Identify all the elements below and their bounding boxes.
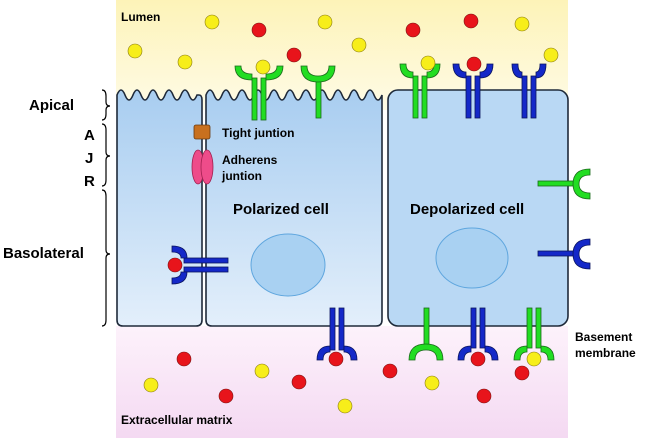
- basolateral-label: Basolateral: [3, 245, 84, 262]
- ligand-red: [476, 388, 492, 404]
- basolateral-bracket: [101, 189, 111, 327]
- nucleus-polarized: [250, 233, 326, 297]
- ligand-red: [470, 351, 486, 367]
- ajr-bracket: [101, 123, 111, 187]
- basal-receptor-blue: [316, 307, 358, 361]
- depol-apical-blue-2: [511, 63, 547, 119]
- depol-basal-blue: [457, 307, 499, 361]
- adherens-junction-label-line1: Adherens: [222, 153, 278, 167]
- ligand-yellow: [317, 14, 333, 30]
- ecm-ligands: [143, 351, 530, 414]
- polarized-cell-label: Polarized cell: [233, 201, 329, 218]
- left-brackets: [101, 89, 111, 327]
- ligand-red: [291, 374, 307, 390]
- depol-side-blue: [537, 238, 591, 270]
- basement-membrane-label-line1: Basement: [575, 330, 632, 344]
- ligand-red: [405, 22, 421, 38]
- ligand-yellow: [424, 375, 440, 391]
- apical-receptor-green-1: [234, 65, 284, 121]
- depol-apical-blue-1: [452, 63, 494, 119]
- polarized-cell-left: [116, 89, 203, 327]
- ligand-yellow: [514, 16, 530, 32]
- tight-junction: [193, 124, 211, 140]
- ligand-red: [328, 351, 344, 367]
- polarized-cell: [205, 89, 383, 327]
- ligand-yellow: [255, 59, 271, 75]
- ajr-label-a: A: [84, 127, 95, 144]
- adherens-junction-label-line2: juntion: [221, 169, 262, 183]
- extracellular-matrix-label: Extracellular matrix: [121, 413, 233, 427]
- ligand-yellow: [177, 54, 193, 70]
- tight-junction-label: Tight juntion: [222, 126, 294, 140]
- ligand-red: [514, 365, 530, 381]
- ligand-red: [251, 22, 267, 38]
- ligand-yellow: [143, 377, 159, 393]
- depol-basal-green-1: [408, 307, 444, 361]
- lumen-ligands: [127, 13, 559, 70]
- ajr-label-j: J: [85, 150, 93, 167]
- ligand-yellow: [254, 363, 270, 379]
- adherens-junction-right: [200, 149, 214, 185]
- basement-membrane-label-line2: membrane: [575, 346, 636, 360]
- ligand-yellow: [204, 14, 220, 30]
- ligand-yellow: [351, 37, 367, 53]
- ligand-red: [382, 363, 398, 379]
- lumen-label: Lumen: [121, 10, 160, 24]
- ajr-label-r: R: [84, 173, 95, 190]
- ligand-red: [466, 56, 482, 72]
- ligand-red: [286, 47, 302, 63]
- apical-bracket: [101, 89, 111, 121]
- ligand-yellow: [420, 55, 436, 71]
- ligand-yellow: [337, 398, 353, 414]
- ligand-red: [167, 257, 183, 273]
- apical-receptor-green-2: [300, 65, 336, 119]
- depol-apical-green: [399, 63, 441, 119]
- depolarized-cell-label: Depolarized cell: [410, 201, 524, 218]
- depol-basal-green-2: [513, 307, 555, 361]
- ligand-red: [218, 388, 234, 404]
- ligand-yellow: [526, 351, 542, 367]
- ligand-red: [176, 351, 192, 367]
- ligand-red: [463, 13, 479, 29]
- lateral-receptor-blue: [171, 245, 229, 285]
- depol-side-green: [537, 168, 591, 200]
- apical-label: Apical: [29, 97, 74, 114]
- ligand-yellow: [543, 47, 559, 63]
- ligand-yellow: [127, 43, 143, 59]
- nucleus-depolarized: [435, 227, 509, 289]
